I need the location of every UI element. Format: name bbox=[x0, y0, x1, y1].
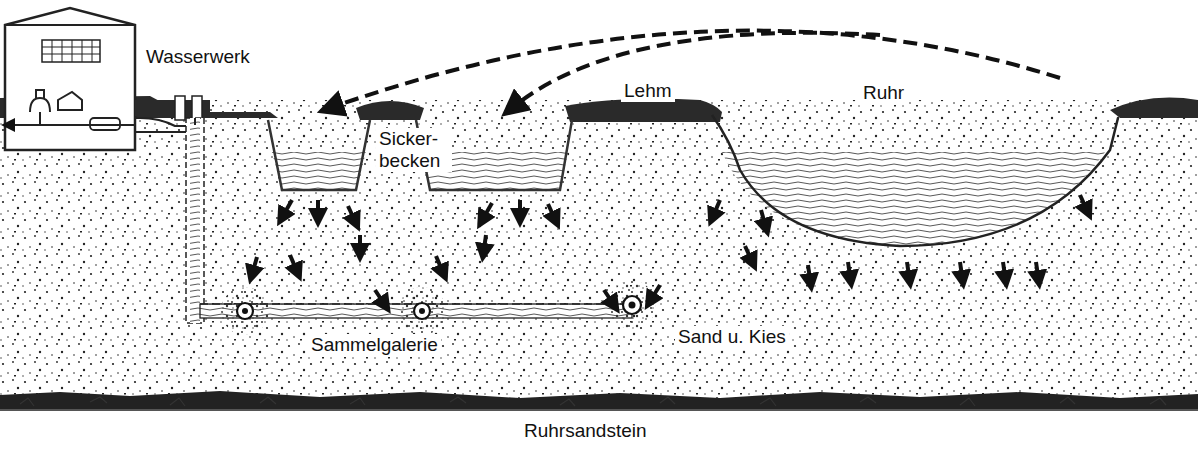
layer-label: Lehm bbox=[621, 80, 675, 102]
basin-label: Sicker- becken bbox=[376, 128, 452, 172]
building-label: Wasserwerk bbox=[146, 46, 250, 68]
river-label: Ruhr bbox=[860, 82, 907, 104]
gallery-label: Sammelgalerie bbox=[308, 334, 441, 356]
bedrock-label: Ruhrsandstein bbox=[524, 420, 647, 442]
soil-label: Sand u. Kies bbox=[675, 326, 789, 348]
